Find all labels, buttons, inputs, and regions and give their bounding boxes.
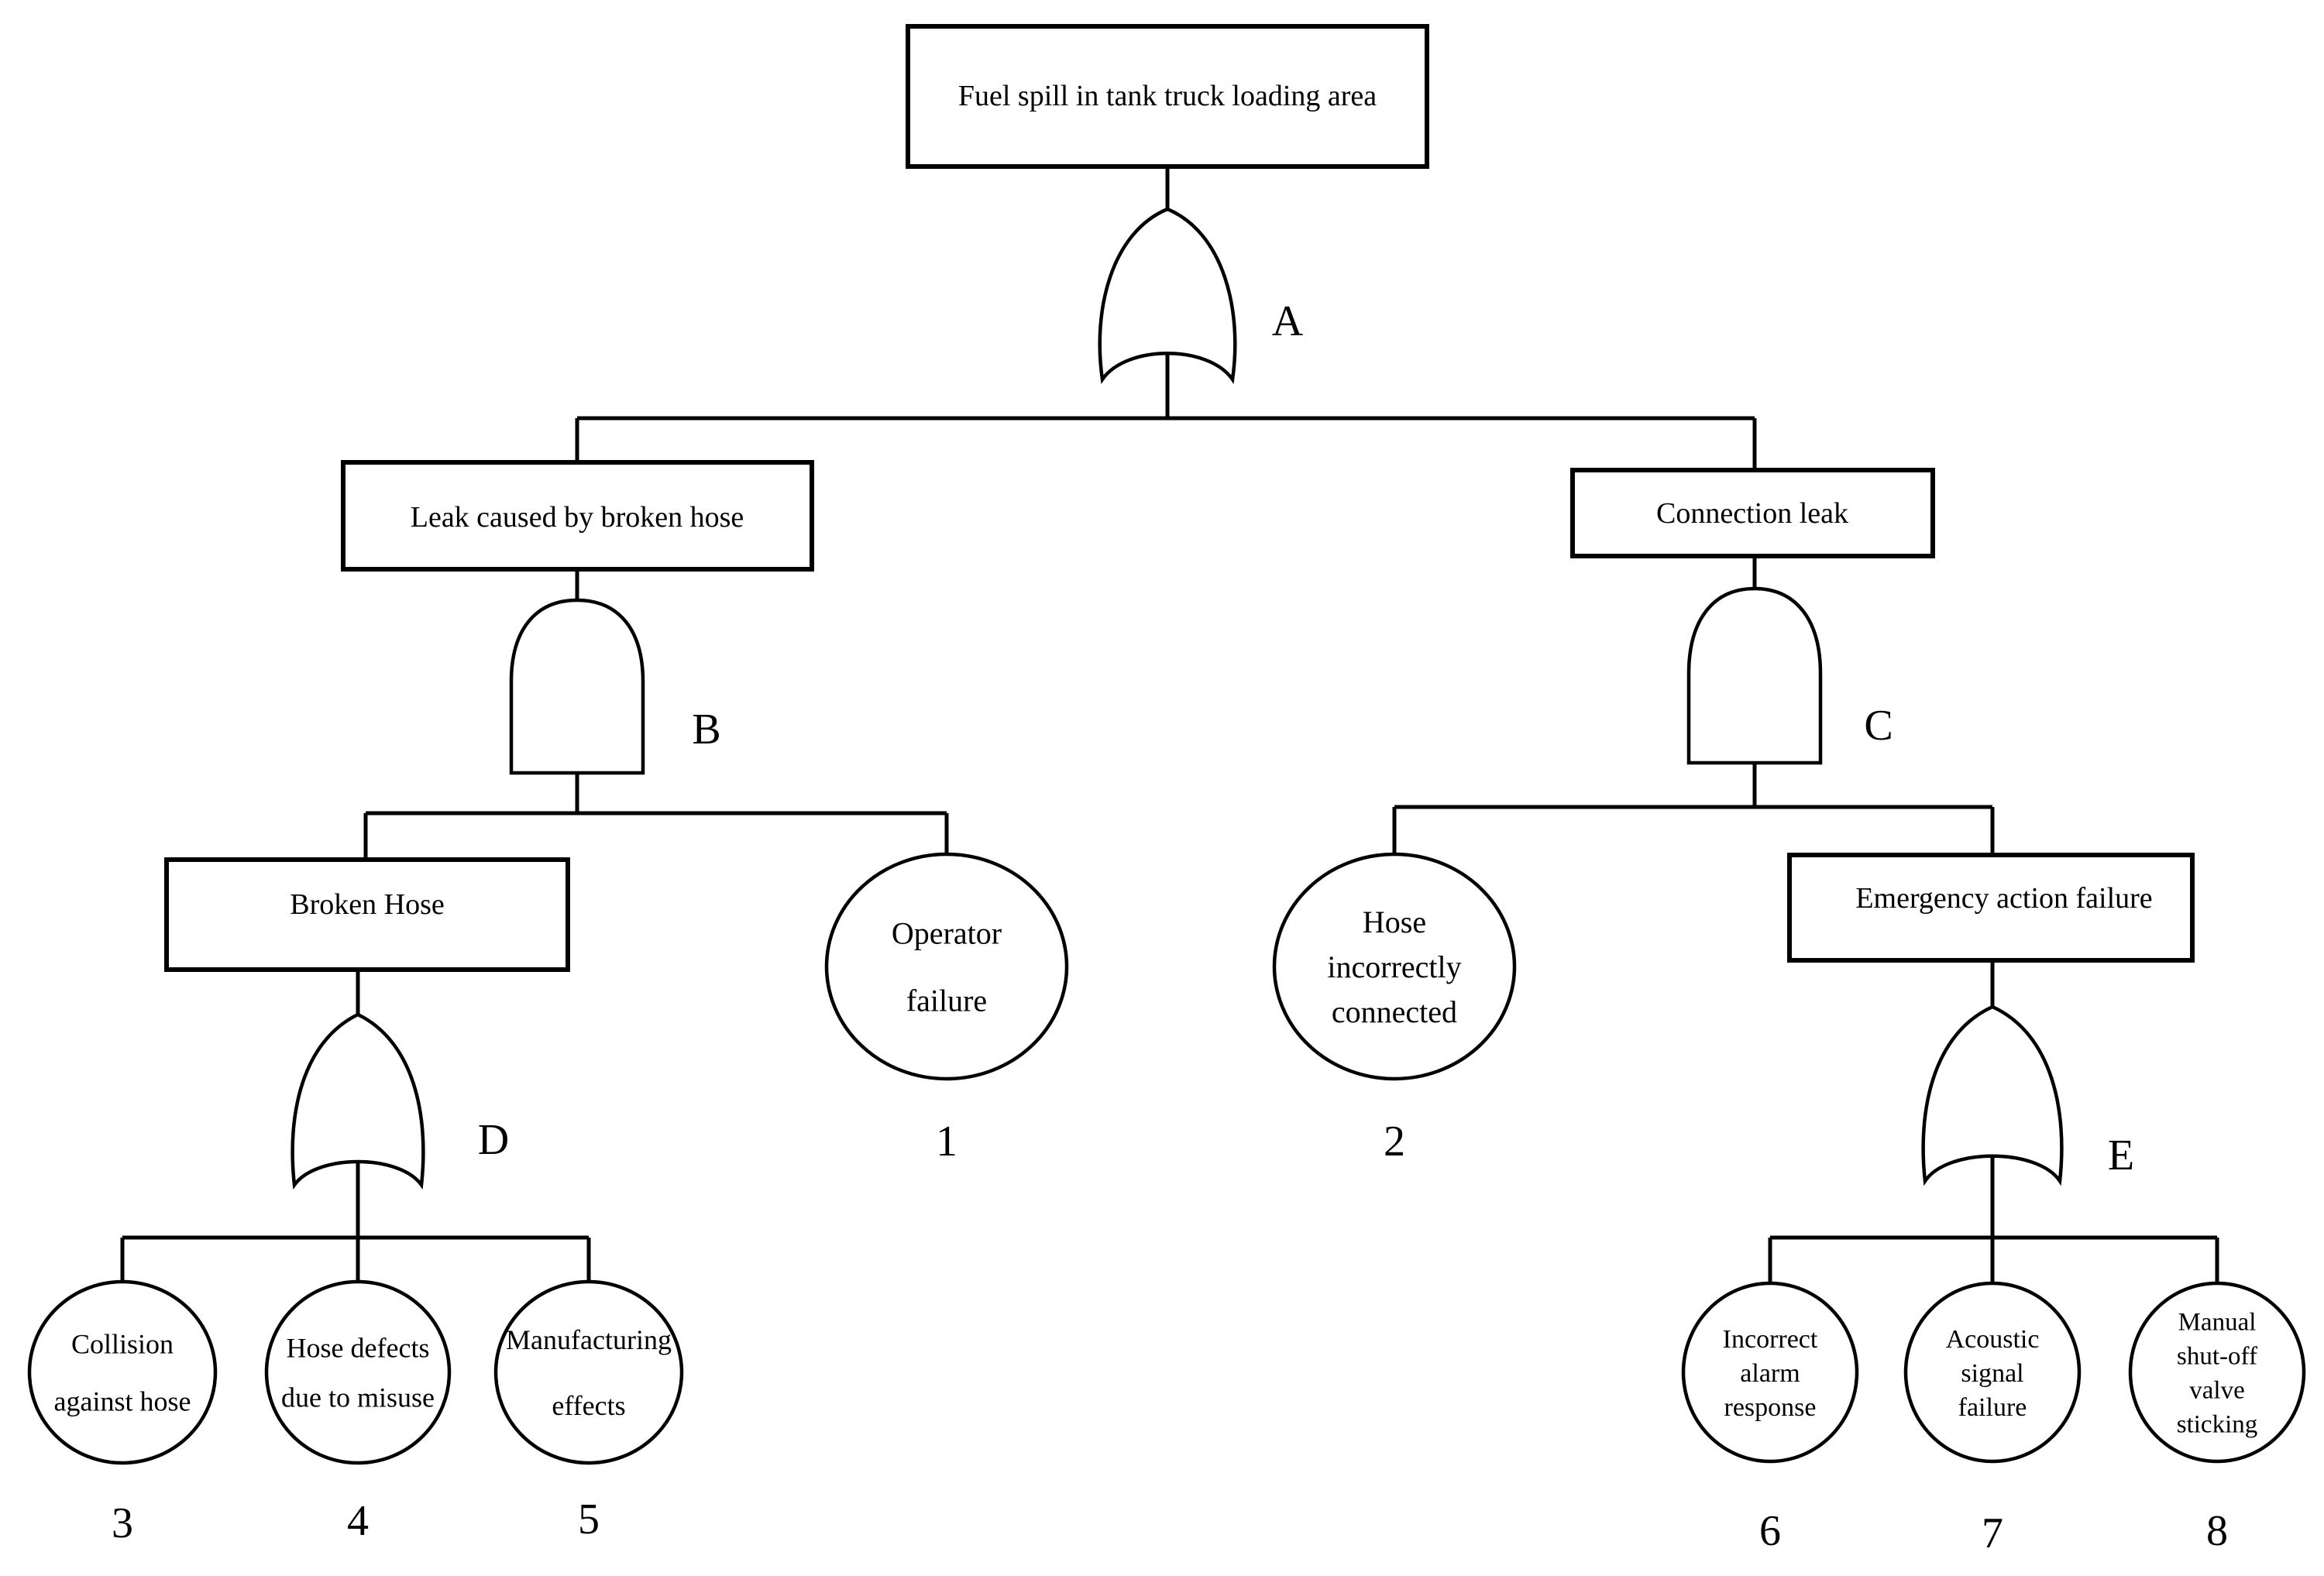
- or-gate-icon: [290, 1012, 425, 1190]
- basic-event-label: Collision: [71, 1329, 174, 1360]
- gate-a-label: A: [1272, 297, 1304, 345]
- emergency-box: [1787, 853, 2195, 963]
- basic-event: Acoustic signal failure 7: [1903, 1281, 2082, 1557]
- basic-event: Incorrect alarm response 6: [1681, 1281, 1859, 1555]
- gate-b: B: [509, 598, 721, 775]
- basic-event-circle: [1903, 1281, 2082, 1464]
- gate-d-label: D: [478, 1116, 509, 1164]
- basic-event-label: signal: [1961, 1359, 2023, 1388]
- basic-event-label: connected: [1332, 994, 1457, 1029]
- basic-event-label: against hose: [54, 1386, 191, 1417]
- basic-event-number: 2: [1384, 1118, 1405, 1166]
- gate-b-label: B: [692, 706, 720, 754]
- intermediate-event-broken-hose: Broken Hose: [164, 857, 570, 972]
- emergency-label: Emergency action failure: [1855, 882, 2152, 915]
- broken-hose-label: Broken Hose: [290, 888, 444, 921]
- basic-event-label: Incorrect: [1723, 1325, 1818, 1354]
- top-event-box: [906, 24, 1429, 169]
- basic-event-number: 4: [347, 1497, 369, 1545]
- and-gate-icon: [1686, 586, 1823, 765]
- basic-event-circle: [1681, 1281, 1859, 1464]
- basic-event-circle: [264, 1279, 452, 1465]
- basic-event-number: 7: [1982, 1509, 2003, 1557]
- basic-event-label: shut-off: [2177, 1343, 2257, 1371]
- basic-event: Collision against hose 3: [27, 1279, 218, 1547]
- basic-event-label: effects: [552, 1390, 625, 1421]
- basic-event-label: sticking: [2177, 1411, 2258, 1439]
- basic-event: Manufacturing effects 5: [493, 1279, 684, 1543]
- gate-c: C: [1686, 586, 1893, 765]
- connector-lines: [120, 167, 2219, 1286]
- basic-event-label: Acoustic: [1946, 1325, 2040, 1354]
- basic-event-circle: [493, 1279, 684, 1465]
- gate-c-label: C: [1864, 702, 1893, 750]
- and-gate-icon: [509, 598, 645, 775]
- basic-event-number: 3: [112, 1499, 133, 1547]
- basic-event-label: failure: [906, 984, 987, 1018]
- basic-event-number: 5: [578, 1495, 600, 1543]
- basic-event-number: 1: [936, 1118, 957, 1166]
- basic-event-label: Operator: [892, 916, 1002, 951]
- basic-event-label: alarm: [1740, 1359, 1800, 1388]
- basic-event-label: Hose defects: [287, 1333, 430, 1364]
- basic-event: Hose incorrectly connected 2: [1272, 852, 1517, 1166]
- basic-event: Operator failure 1: [824, 852, 1069, 1166]
- leak-hose-box: [341, 460, 814, 572]
- intermediate-event-connection-leak: Connection leak: [1570, 468, 1935, 558]
- intermediate-event-leak-hose: Leak caused by broken hose: [341, 460, 814, 572]
- basic-event-label: due to misuse: [281, 1382, 435, 1413]
- connection-leak-label: Connection leak: [1656, 497, 1848, 530]
- basic-event-label: valve: [2189, 1377, 2244, 1405]
- basic-event-circle: [2128, 1281, 2306, 1464]
- basic-event-circle: [824, 852, 1069, 1081]
- basic-event-label: Manufacturing: [506, 1324, 672, 1355]
- basic-event-label: failure: [1958, 1393, 2027, 1422]
- basic-event-circle: [27, 1279, 218, 1465]
- or-gate-icon: [1921, 1004, 2064, 1186]
- intermediate-event-emergency: Emergency action failure: [1787, 853, 2195, 963]
- or-gate-icon: [1098, 207, 1237, 384]
- basic-event: Manual shut-off valve sticking 8: [2128, 1281, 2306, 1555]
- basic-events: Operator failure 1 Hose incorrectly connected…: [27, 852, 2306, 1557]
- basic-event-number: 6: [1759, 1507, 1781, 1555]
- top-event-label: Fuel spill in tank truck loading area: [958, 80, 1377, 112]
- gate-a: A: [1098, 207, 1304, 384]
- gate-e-label: E: [2108, 1131, 2134, 1179]
- leak-hose-label: Leak caused by broken hose: [411, 501, 744, 534]
- basic-event-circle: [1272, 852, 1517, 1081]
- basic-event-label: Hose: [1363, 905, 1426, 939]
- gate-d: D: [290, 1012, 509, 1190]
- basic-event-label: incorrectly: [1327, 949, 1461, 984]
- top-event: Fuel spill in tank truck loading area: [906, 24, 1429, 169]
- basic-event-number: 8: [2206, 1507, 2228, 1555]
- gate-e: E: [1921, 1004, 2134, 1186]
- connection-leak-box: [1570, 468, 1935, 558]
- broken-hose-box: [164, 857, 570, 972]
- basic-event-label: response: [1724, 1393, 1817, 1422]
- basic-event-label: Manual: [2178, 1309, 2257, 1337]
- basic-event: Hose defects due to misuse 4: [264, 1279, 452, 1545]
